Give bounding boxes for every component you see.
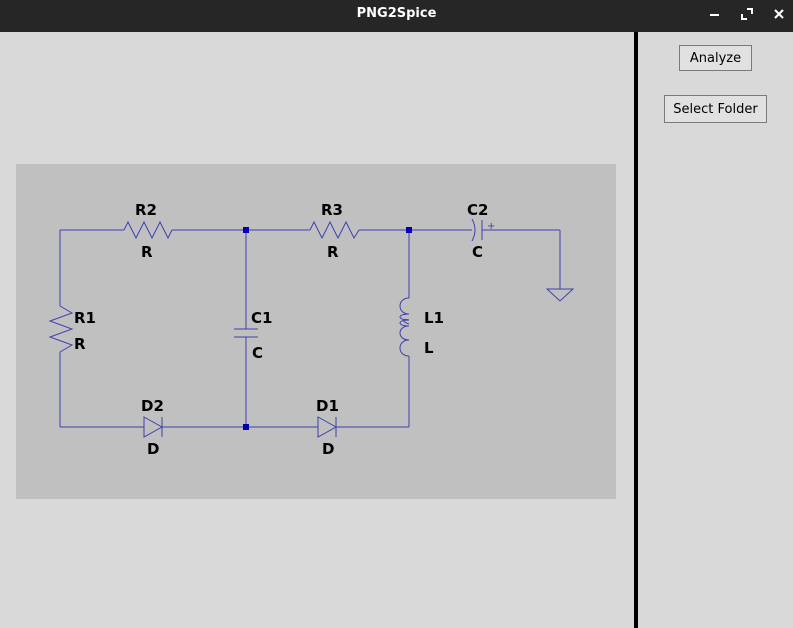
label-d2-value: D — [147, 440, 159, 458]
label-r2-name: R2 — [135, 201, 157, 219]
diode-d1-symbol — [317, 416, 338, 438]
capacitor-c2-symbol — [471, 218, 483, 242]
close-button[interactable] — [769, 4, 789, 24]
label-d2-name: D2 — [141, 397, 164, 415]
title-bar: PNG2Spice — [0, 0, 793, 32]
label-r2-value: R — [141, 243, 153, 261]
close-icon — [774, 9, 784, 19]
resistor-r2-symbol — [123, 220, 173, 240]
panel-divider[interactable] — [634, 32, 638, 628]
label-c1-name: C1 — [251, 309, 272, 327]
label-r1-name: R1 — [74, 309, 96, 327]
label-d1-name: D1 — [316, 397, 339, 415]
polarity-mark: + — [487, 221, 495, 232]
inductor-l1-symbol — [399, 297, 410, 357]
label-r3-value: R — [327, 243, 339, 261]
label-c2-value: C — [472, 243, 483, 261]
schematic-svg: + — [48, 201, 575, 458]
schematic-image: + — [16, 164, 616, 499]
wires — [59, 229, 561, 428]
resistor-r3-symbol — [309, 220, 360, 240]
maximize-icon — [741, 8, 753, 20]
maximize-button[interactable] — [737, 4, 757, 24]
window-title: PNG2Spice — [356, 6, 437, 21]
label-c2-name: C2 — [467, 201, 488, 219]
label-d1-value: D — [322, 440, 334, 458]
diode-d2-symbol — [143, 416, 164, 438]
label-r3-name: R3 — [321, 201, 343, 219]
capacitor-c1-symbol — [234, 328, 258, 338]
ground-symbol — [545, 288, 575, 302]
label-l1-name: L1 — [424, 309, 444, 327]
minimize-button[interactable] — [705, 4, 725, 24]
junction-dot — [243, 424, 249, 430]
junction-dot — [406, 227, 412, 233]
select-folder-button[interactable]: Select Folder — [664, 95, 767, 123]
analyze-button[interactable]: Analyze — [679, 45, 752, 71]
label-l1-value: L — [424, 339, 434, 357]
junction-dot — [243, 227, 249, 233]
minimize-icon — [710, 14, 719, 16]
resistor-r1-symbol — [48, 305, 74, 353]
label-c1-value: C — [252, 344, 263, 362]
main-panel: + — [0, 32, 634, 628]
label-r1-value: R — [74, 335, 86, 353]
sidebar: Analyze Select Folder — [638, 32, 793, 628]
